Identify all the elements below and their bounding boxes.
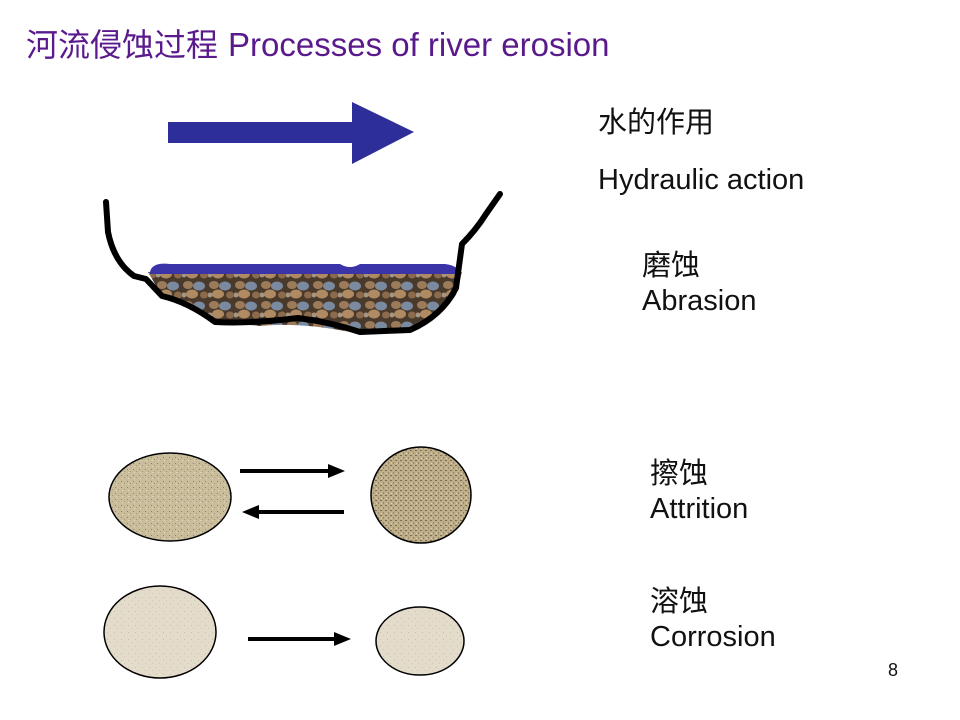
flow-arrow-icon: [168, 102, 414, 164]
rock-icon: [370, 446, 472, 544]
arrow-right-icon: [248, 632, 351, 646]
river-channel-icon: [103, 191, 503, 335]
label-corrosion: 溶蚀 Corrosion: [650, 583, 776, 655]
rock-icon: [103, 585, 217, 679]
label-hydraulic-action-en: Hydraulic action: [598, 164, 805, 196]
label-corrosion-en: Corrosion: [650, 621, 776, 653]
label-abrasion-en: Abrasion: [642, 285, 757, 317]
arrow-right-icon: [240, 464, 345, 478]
label-abrasion-cn: 磨蚀: [642, 248, 701, 282]
label-corrosion-cn: 溶蚀: [650, 584, 709, 618]
page-number: 8: [888, 660, 899, 680]
label-abrasion: 磨蚀 Abrasion: [642, 247, 756, 319]
rock-icon: [108, 452, 232, 542]
label-attrition: 擦蚀 Attrition: [650, 455, 748, 527]
slide-title-en: Processes of river erosion: [228, 26, 610, 63]
label-hydraulic-action-cn: 水的作用: [598, 105, 715, 139]
rock-icon: [375, 606, 465, 676]
arrow-left-icon: [242, 505, 344, 519]
label-attrition-cn: 擦蚀: [650, 456, 709, 490]
slide-title-cn: 河流侵蚀过程: [26, 26, 219, 64]
label-hydraulic-action: 水的作用 Hydraulic action: [598, 104, 804, 198]
label-attrition-en: Attrition: [650, 493, 749, 525]
